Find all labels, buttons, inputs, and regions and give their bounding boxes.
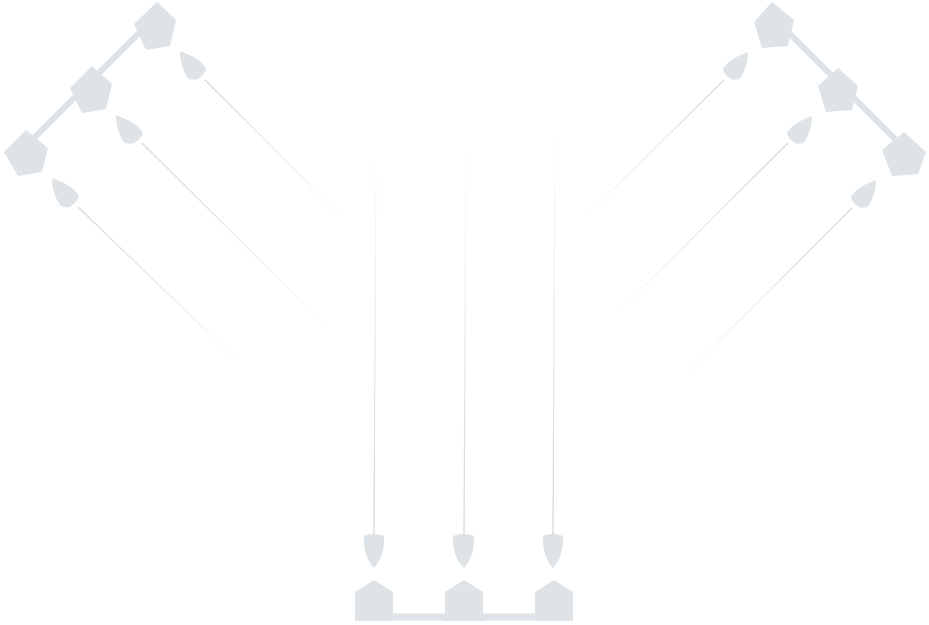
left-emitter-3 bbox=[52, 178, 79, 208]
left-housing-1 bbox=[134, 2, 176, 50]
bottom-beam-1 bbox=[373, 139, 377, 536]
left-beam-2 bbox=[141, 142, 331, 331]
right-beam-3 bbox=[679, 207, 853, 381]
right-housing-3 bbox=[882, 132, 926, 176]
bottom-emitter-2 bbox=[452, 534, 475, 568]
left-emitter-2 bbox=[116, 115, 143, 144]
bottom-emitter-3 bbox=[542, 534, 564, 568]
bottom-emitter-group bbox=[355, 127, 573, 621]
bottom-housing-1 bbox=[355, 580, 393, 621]
right-beam-1 bbox=[583, 79, 725, 219]
left-emitter-group bbox=[4, 2, 346, 369]
right-housing-1 bbox=[754, 2, 794, 48]
right-housing-2 bbox=[818, 68, 858, 112]
right-emitter-3 bbox=[851, 180, 876, 208]
bottom-housing-3 bbox=[535, 580, 573, 621]
bottom-beam-2 bbox=[463, 144, 467, 536]
right-emitter-1 bbox=[723, 52, 748, 80]
right-beam-2 bbox=[609, 142, 789, 321]
left-beam-1 bbox=[204, 79, 346, 221]
bottom-housing-2 bbox=[445, 580, 483, 621]
left-emitter-1 bbox=[180, 51, 206, 80]
left-beam-3 bbox=[77, 206, 246, 369]
left-housing-3 bbox=[4, 130, 48, 176]
bottom-beam-3 bbox=[552, 127, 556, 536]
right-emitter-2 bbox=[787, 116, 812, 144]
right-emitter-group bbox=[583, 2, 926, 381]
left-housing-2 bbox=[70, 66, 112, 113]
bottom-emitter-1 bbox=[363, 534, 385, 568]
